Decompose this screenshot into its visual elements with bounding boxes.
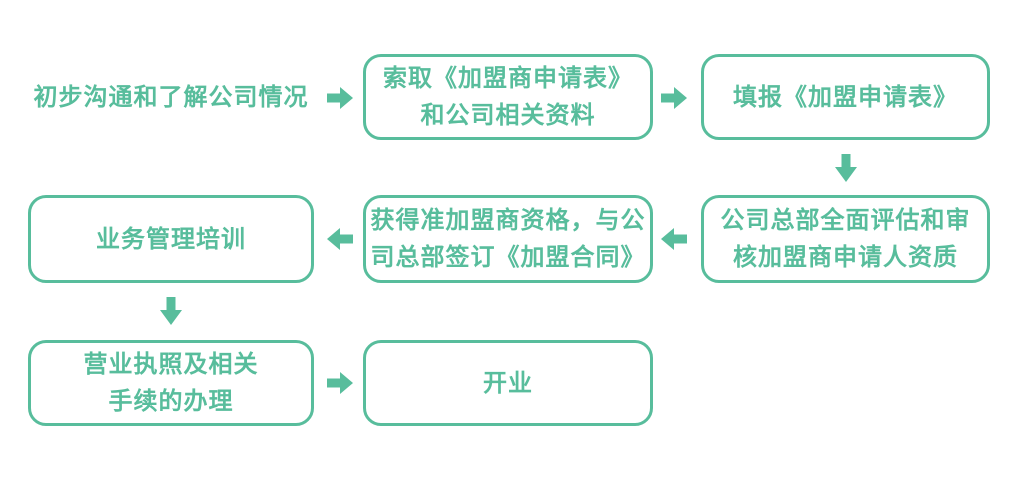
flow-step-label: 司总部签订《加盟合同》	[370, 244, 646, 271]
arrow-right-icon	[327, 372, 353, 394]
flow-step-label: 开业	[483, 369, 533, 397]
arrow-right-icon	[327, 87, 353, 109]
flow-step-label: 核加盟商申请人资质	[733, 244, 958, 271]
flow-step-label: 填报《加盟申请表》	[733, 83, 958, 111]
flow-step-label: 业务管理培训	[96, 225, 246, 253]
flow-step-hq-evaluation: 公司总部全面评估和审 核加盟商申请人资质	[701, 195, 990, 283]
arrow-down-icon	[160, 297, 182, 325]
arrow-down-icon	[835, 154, 857, 182]
flow-step-business-license: 营业执照及相关 手续的办理	[28, 340, 314, 426]
arrow-right-icon	[661, 87, 687, 109]
arrow-left-icon	[661, 228, 687, 250]
flow-step-initial-communication: 初步沟通和了解公司情况	[25, 54, 317, 140]
flow-step-label: 和公司相关资料	[420, 102, 596, 129]
flow-step-label: 营业执照及相关	[83, 351, 259, 378]
flow-step-label: 公司总部全面评估和审	[720, 207, 971, 234]
flow-step-request-application-form: 索取《加盟商申请表》 和公司相关资料	[363, 54, 653, 140]
arrow-left-icon	[327, 228, 353, 250]
flow-step-label: 手续的办理	[108, 388, 234, 415]
flow-step-sign-franchise-contract: 获得准加盟商资格，与公 司总部签订《加盟合同》	[363, 195, 653, 283]
flow-step-opening: 开业	[363, 340, 653, 426]
flow-step-label: 初步沟通和了解公司情况	[33, 83, 309, 111]
flow-step-label: 获得准加盟商资格，与公	[370, 207, 646, 234]
flow-step-fill-application-form: 填报《加盟申请表》	[701, 54, 990, 140]
flow-step-management-training: 业务管理培训	[28, 195, 314, 283]
flow-step-label: 索取《加盟商申请表》	[383, 65, 633, 92]
